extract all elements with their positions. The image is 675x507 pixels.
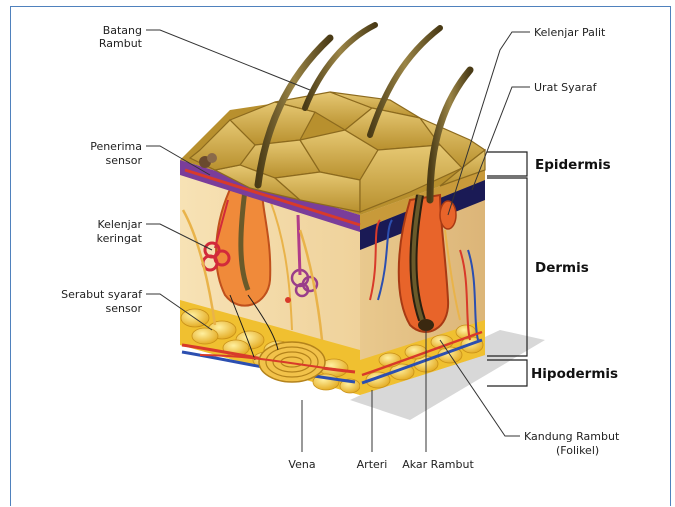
label-akar-rambut: Akar Rambut [402, 458, 474, 471]
label-kelenjar-keringat-1: Kelenjar [97, 218, 142, 231]
pacinian-corpuscle [259, 342, 325, 382]
label-hipodermis: Hipodermis [531, 366, 618, 382]
label-kandung-rambut-1: Kandung Rambut [524, 430, 620, 443]
label-batang-rambut-1: Batang [103, 24, 142, 37]
label-kelenjar-palit: Kelenjar Palit [534, 26, 606, 39]
label-arteri: Arteri [357, 458, 388, 471]
label-urat-syaraf: Urat Syaraf [534, 81, 598, 94]
label-epidermis: Epidermis [535, 157, 611, 173]
label-vena: Vena [288, 458, 315, 471]
label-kandung-rambut-2: (Folikel) [556, 444, 599, 457]
label-penerima-sensor-1: Penerima [90, 140, 142, 153]
label-penerima-sensor-2: sensor [106, 154, 143, 167]
label-kelenjar-keringat-2: keringat [97, 232, 143, 245]
label-serabut-syaraf-2: sensor [106, 302, 143, 315]
label-batang-rambut-2: Rambut [99, 37, 143, 50]
label-dermis: Dermis [535, 260, 589, 276]
label-serabut-syaraf-1: Serabut syaraf [61, 288, 143, 301]
